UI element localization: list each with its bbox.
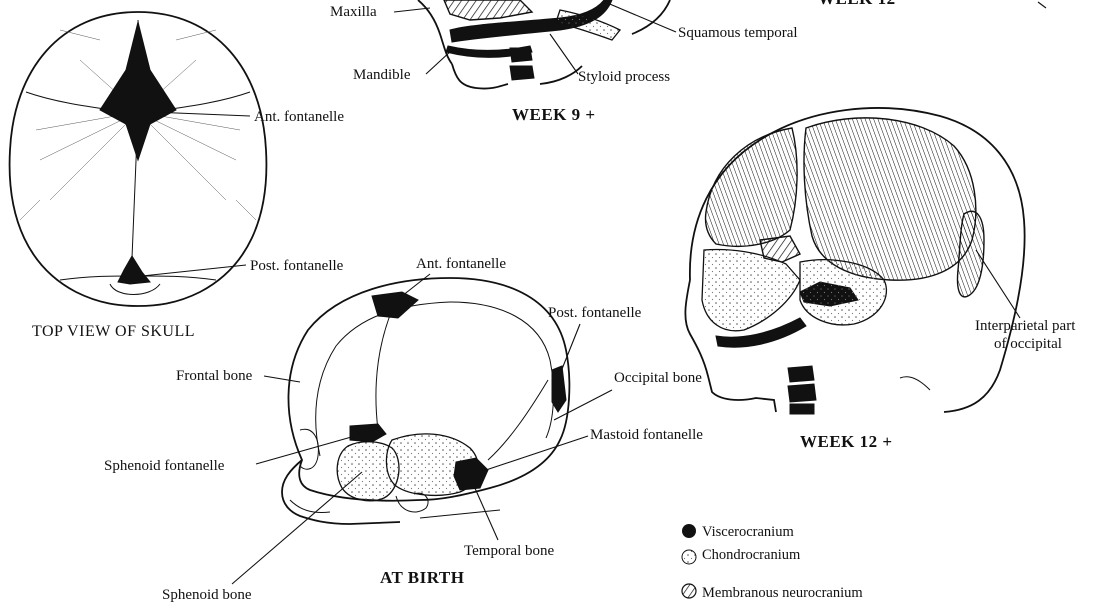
birth-sphenoid-fontanelle [350, 424, 386, 442]
top-ant-fontanelle [100, 22, 176, 160]
birth-ant-fontanelle [372, 292, 418, 318]
label-post-fontanelle-birth: Post. fontanelle [548, 305, 642, 321]
caption-week12: WEEK 12 + [800, 432, 893, 451]
caption-top-view: TOP VIEW OF SKULL [32, 323, 195, 340]
w12-interparietal [957, 211, 984, 297]
w12-frontal-bone [705, 128, 797, 246]
week12-head-figure [685, 108, 1024, 414]
week9-label-group: Maxilla Squamous temporal Mandible Stylo… [330, 0, 1046, 124]
birth-post-fontanelle [552, 366, 566, 412]
label-ant-fontanelle-top: Ant. fontanelle [254, 109, 344, 125]
label-interparietal-1: Interparietal part [975, 318, 1076, 334]
label-squamous-temporal: Squamous temporal [678, 25, 798, 41]
label-mastoid-fontanelle: Mastoid fontanelle [590, 427, 703, 443]
legend-membranous-label: Membranous neurocranium [702, 585, 863, 601]
label-mandible: Mandible [353, 67, 411, 83]
caption-week9: WEEK 9 + [512, 105, 596, 124]
w12-parietal-bone [804, 118, 976, 280]
caption-week12-top: WEEK 12 [818, 0, 896, 8]
legend-membranous-swatch [682, 584, 696, 598]
legend: Viscerocranium Chondrocranium Membranous… [682, 524, 863, 601]
label-post-fontanelle-top: Post. fontanelle [250, 258, 344, 274]
legend-chondrocranium-label: Chondrocranium [702, 547, 801, 563]
label-ant-fontanelle-birth: Ant. fontanelle [416, 256, 506, 272]
at-birth-skull-figure [282, 278, 569, 524]
legend-viscerocranium-label: Viscerocranium [702, 524, 794, 540]
label-maxilla: Maxilla [330, 4, 377, 20]
label-temporal-bone: Temporal bone [464, 543, 555, 559]
label-occipital-bone: Occipital bone [614, 370, 702, 386]
label-sphenoid-fontanelle: Sphenoid fontanelle [104, 458, 225, 474]
top-post-fontanelle [118, 256, 150, 284]
top-view-skull-figure [10, 12, 267, 306]
birth-mastoid-fontanelle [454, 458, 488, 490]
legend-chondrocranium-swatch [682, 550, 696, 564]
label-styloid-process: Styloid process [578, 69, 670, 85]
caption-at-birth: AT BIRTH [380, 568, 465, 587]
legend-viscerocranium-swatch [682, 524, 696, 538]
label-sphenoid-bone: Sphenoid bone [162, 587, 252, 603]
label-interparietal-2: of occipital [994, 336, 1062, 352]
label-frontal-bone: Frontal bone [176, 368, 253, 384]
top-view-labels: Ant. fontanelle Post. fontanelle TOP VIE… [32, 109, 344, 340]
